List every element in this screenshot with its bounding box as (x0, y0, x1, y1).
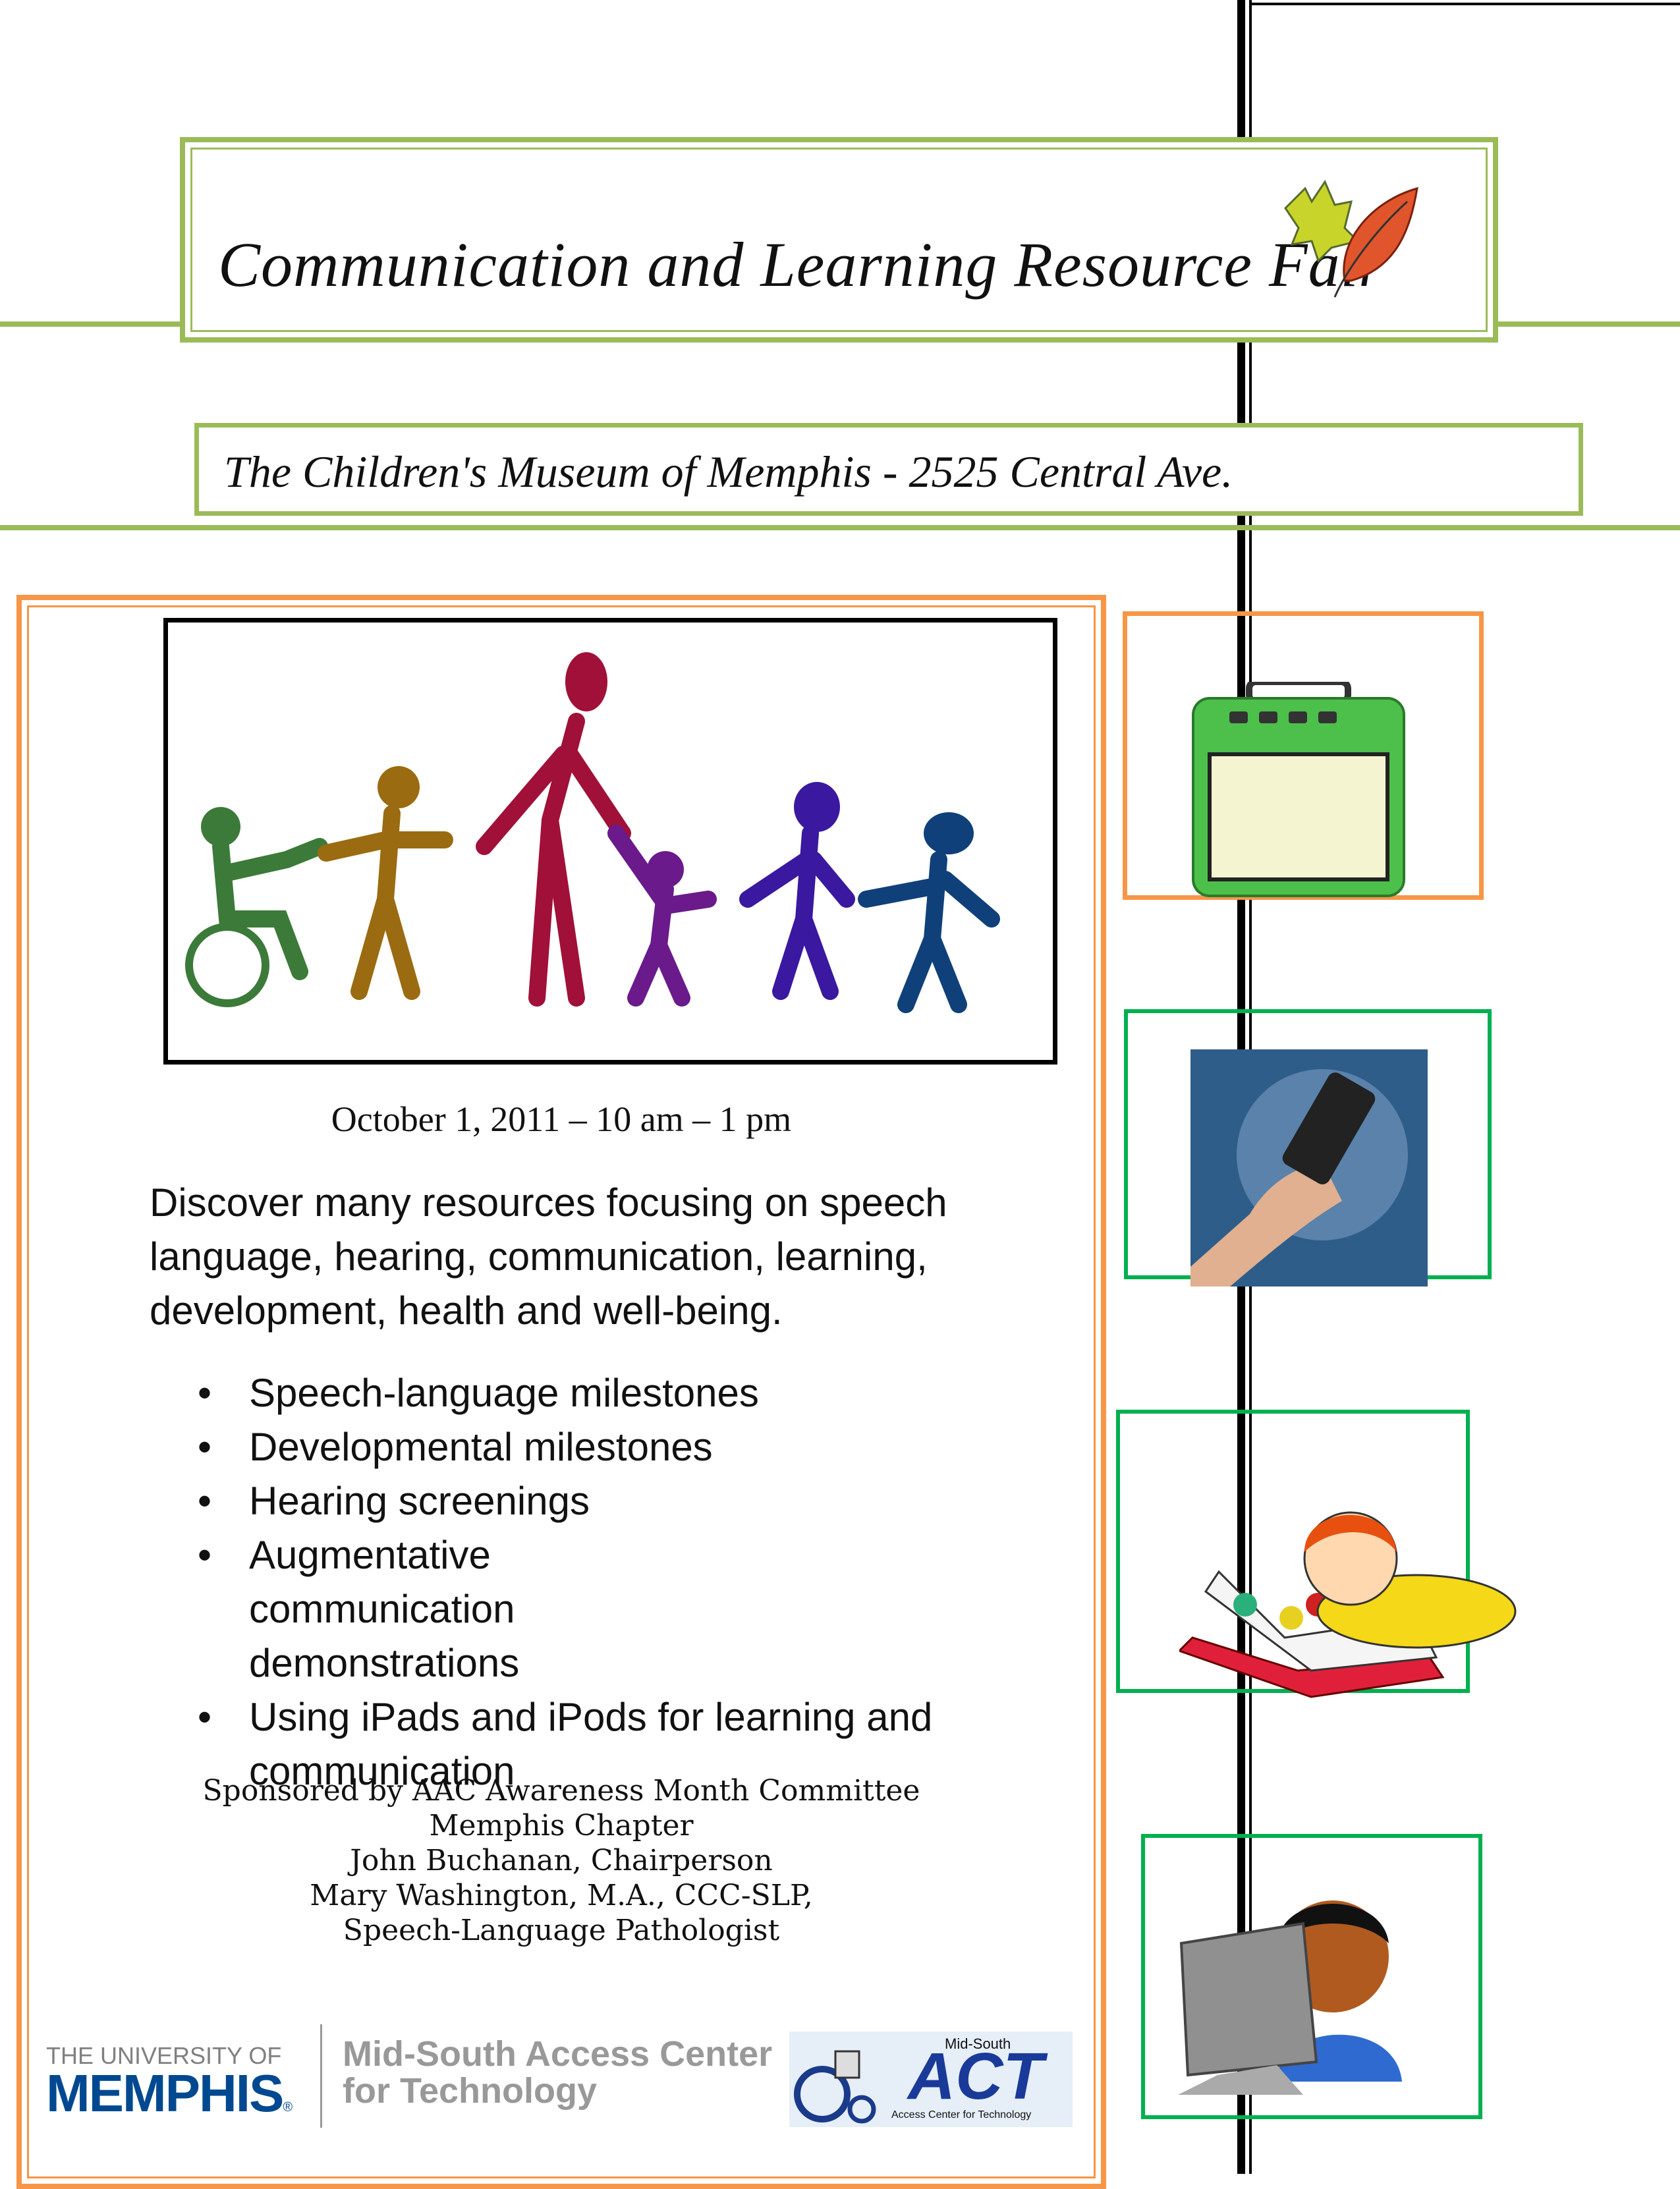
child-reading-book-icon (1179, 1511, 1517, 1698)
list-item: •Using iPads and iPods for learning and … (198, 1690, 1054, 1798)
bullet-icon: • (198, 1425, 212, 1469)
bullet-icon: • (198, 1695, 212, 1739)
list-item: •Hearing screenings (198, 1474, 1054, 1528)
event-date: October 1, 2011 – 10 am – 1 pm (331, 1099, 792, 1139)
aac-device-icon (1192, 682, 1405, 897)
sponsor-block: Sponsored by AAC Awareness Month Committ… (202, 1774, 920, 1947)
computer-user-frame (1141, 1834, 1482, 2119)
list-item: •Speech-language milestones (198, 1366, 1054, 1420)
event-description: Discover many resources focusing on spee… (150, 1180, 947, 1333)
wheelchair-computer-icon (794, 2050, 876, 2124)
title-banner: Communication and Learning Resource Fair (180, 137, 1498, 343)
bullet-icon: • (198, 1371, 212, 1415)
logo-divider (320, 2024, 322, 2128)
person-at-computer-icon (1178, 1900, 1402, 2095)
bullet-icon: • (198, 1479, 212, 1523)
autumn-leaves-icon (1284, 179, 1418, 298)
top-rule (1249, 3, 1680, 5)
green-rule-bottom (0, 525, 1680, 530)
topics-list: •Speech-language milestones •Development… (198, 1366, 1054, 1798)
people-holding-hands-illustration (163, 618, 1057, 1065)
msac-logo-text: Mid-South Access Center for Technology (343, 2034, 773, 2111)
child-reading-frame (1116, 1410, 1517, 1698)
venue-banner: The Children's Museum of Memphis - 2525 … (194, 423, 1583, 516)
venue-text: The Children's Museum of Memphis - 2525 … (224, 447, 1233, 497)
smartphone-frame (1124, 1009, 1492, 1287)
page-title: Communication and Learning Resource Fair (218, 229, 1384, 300)
list-item: •Augmentative communication demonstratio… (198, 1528, 1054, 1690)
bullet-icon: • (198, 1533, 212, 1577)
university-of-memphis-logo: THE UNIVERSITY OF MEMPHIS® (46, 2042, 293, 2122)
list-item: •Developmental milestones (198, 1420, 1054, 1474)
aac-device-frame (1123, 611, 1484, 900)
hand-holding-smartphone-icon (1190, 1049, 1428, 1287)
act-logo: Mid-South ACT Access Center for Technolo… (789, 2032, 1073, 2127)
